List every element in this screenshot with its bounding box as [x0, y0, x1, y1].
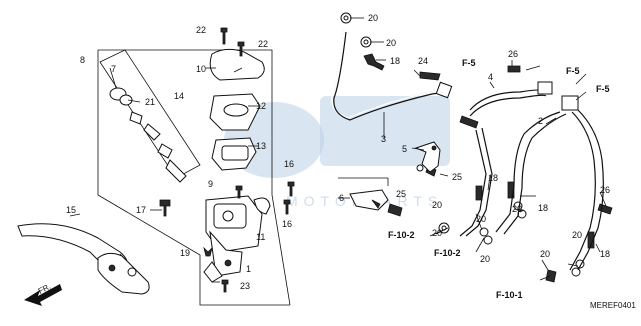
callout-26a: 26	[508, 49, 518, 59]
brake-lever	[17, 223, 150, 295]
reservoir-cap	[209, 48, 265, 81]
callout-16b: 16	[282, 219, 292, 229]
callout-8: 8	[80, 55, 85, 65]
front-direction-arrow: FR.	[24, 282, 62, 306]
callout-20i: 20	[540, 249, 550, 259]
page-references: F-5 F-5 F-5 F-10-2 F-10-2 F-10-1	[388, 58, 610, 300]
kit-parts	[109, 87, 187, 183]
callout-11: 11	[256, 232, 265, 242]
callout-20c: 20	[432, 200, 442, 210]
callout-4: 4	[488, 72, 493, 82]
callout-3: 3	[381, 134, 386, 144]
callout-20f: 20	[480, 254, 490, 264]
brake-hose-4	[459, 81, 553, 237]
ref-f102a: F-10-2	[388, 230, 415, 240]
reference-code: MEREF0401	[590, 301, 636, 310]
callout-23: 23	[240, 281, 250, 291]
callout-25b: 25	[452, 172, 462, 182]
callout-21: 21	[145, 97, 155, 107]
brake-hose-3	[331, 29, 453, 121]
callout-2: 2	[538, 116, 543, 126]
callout-12: 12	[256, 101, 266, 111]
callout-18c: 18	[538, 203, 548, 213]
callout-20h: 20	[572, 230, 582, 240]
ref-f5b: F-5	[566, 66, 580, 76]
callout-20a: 20	[368, 13, 378, 23]
brake-hose-2	[495, 95, 604, 271]
callout-18a: 18	[390, 56, 400, 66]
callout-22b: 22	[258, 39, 268, 49]
callout-6: 6	[339, 193, 344, 203]
callout-18d: 18	[600, 249, 610, 259]
callout-14: 14	[174, 91, 184, 101]
callout-5: 5	[402, 144, 407, 154]
ref-f5a: F-5	[462, 58, 476, 68]
callout-18b: 18	[488, 173, 498, 183]
assembly-bracket	[97, 50, 290, 306]
ref-f102b: F-10-2	[434, 248, 461, 258]
callout-19: 19	[180, 248, 190, 258]
callout-17: 17	[136, 205, 146, 215]
diaphragm	[211, 137, 257, 171]
kit-bracket	[99, 49, 201, 179]
callout-26b: 26	[600, 185, 610, 195]
hose-clamp-6	[349, 189, 389, 211]
cap-plate	[209, 93, 261, 131]
callout-1: 1	[246, 264, 251, 274]
callout-15: 15	[66, 205, 76, 215]
master-cylinder	[203, 195, 271, 283]
callout-22a: 22	[196, 25, 206, 35]
callout-20b: 20	[386, 38, 396, 48]
assembly-bracket-right	[98, 49, 291, 306]
leader-lines	[69, 17, 607, 283]
ref-f5c: F-5	[596, 84, 610, 94]
callout-9: 9	[208, 179, 213, 189]
callout-24: 24	[418, 56, 428, 66]
callout-10: 10	[196, 64, 206, 74]
callout-20g: 20	[512, 204, 522, 214]
callout-20d: 20	[432, 228, 442, 238]
callout-16a: 16	[284, 159, 294, 169]
callout-numbers: 22 22 8 7 10 21 14 12 13 9 16 16 15 17 1…	[66, 13, 610, 291]
callout-20e: 20	[476, 214, 486, 224]
ref-f101: F-10-1	[496, 290, 523, 300]
callout-13: 13	[256, 141, 266, 151]
watermark: MOTORPARTS	[224, 96, 450, 209]
callout-25a: 25	[396, 189, 406, 199]
callout-7: 7	[111, 64, 116, 74]
